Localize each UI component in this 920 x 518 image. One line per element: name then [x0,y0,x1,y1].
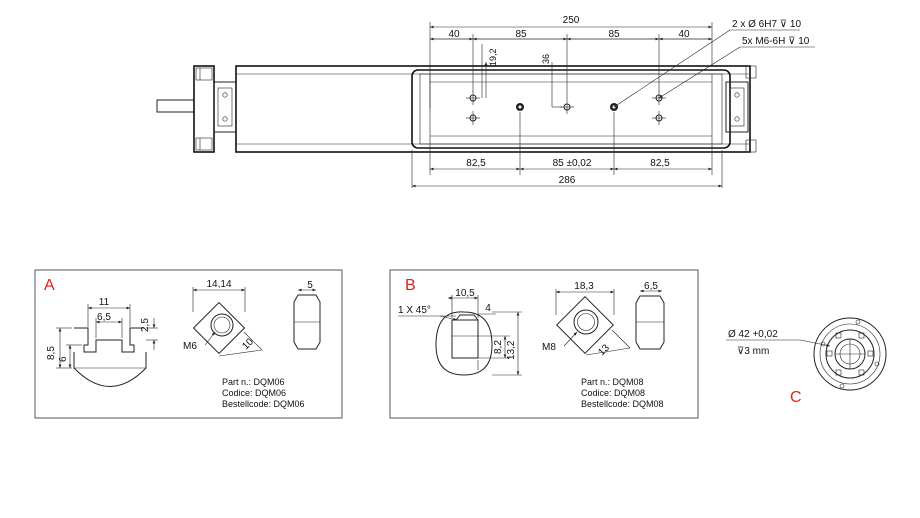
dim-19-2: 19,2 [488,48,498,66]
dim-a-10: 10 [240,336,256,352]
detail-a-part-line3: Bestellcode: DQM06 [222,399,305,409]
dim-85-left: 85 [515,29,527,40]
dim-b-chamfer: 1 X 45° [398,305,431,316]
detail-b-panel: B 10,5 4 1 X 45° 8,2 13,2 [389,269,699,419]
callouts: 2 x Ø 6H7 ⊽ 10 5x M6-6H ⊽ 10 [613,19,815,108]
dim-85-right: 85 [608,29,620,40]
detail-a-panel: A 11 6,5 2,5 8,5 6 [34,269,343,419]
dim-a-5: 5 [307,280,313,291]
dim-b-18-3: 18,3 [574,281,594,292]
dim-40-right: 40 [678,29,690,40]
main-body [235,65,751,153]
dim-82-5-right: 82,5 [650,158,670,169]
detail-b-part-line3: Bestellcode: DQM08 [581,399,664,409]
detail-a-nut: 14,14 M6 10 [183,279,263,357]
detail-a-part-line1: Part n.: DQM06 [222,377,285,387]
dim-a-6-5: 6,5 [97,312,111,323]
bottom-dimensions: 82,5 85 ±0,02 82,5 286 [411,112,723,188]
detail-a-label: A [44,277,55,294]
detail-b-nut-side: 6,5 [635,281,665,350]
detail-a-nut-side: 5 [293,280,321,350]
dim-overall-286: 286 [559,175,576,186]
detail-c-label: C [790,389,802,406]
dim-a-11: 11 [99,297,110,308]
dim-a-m6: M6 [183,341,197,352]
top-view: 250 40 85 85 40 19,2 36 2 x Ø 6H7 ⊽ 10 5… [156,15,815,188]
detail-c: Ø 42 +0,02 ⊽3 mm C [726,317,887,406]
dim-b-8-2: 8,2 [493,340,504,354]
right-cap [725,81,749,133]
dim-b-13-2: 13,2 [506,340,517,360]
carriage-holes [466,91,666,125]
detail-b-nut: 18,3 M8 13 [542,281,631,358]
dim-36: 36 [541,54,551,64]
dim-a-14-14: 14,14 [206,279,231,290]
dim-a-6: 6 [58,356,69,362]
dim-b-10-5: 10,5 [455,288,475,299]
detail-b-slot-profile: 10,5 4 1 X 45° 8,2 13,2 [398,288,522,376]
dim-85-tolerance: 85 ±0,02 [553,158,592,169]
detail-b-part-line2: Codice: DQM08 [581,388,645,398]
detail-b-label: B [405,277,416,294]
detail-a-slot-profile: 11 6,5 2,5 8,5 6 [46,297,158,387]
detail-b-part-line1: Part n.: DQM08 [581,377,644,387]
left-cap [213,81,237,133]
motor-shaft [156,99,195,113]
callout-pin-holes: 2 x Ø 6H7 ⊽ 10 [732,19,801,30]
dim-82-5-left: 82,5 [466,158,486,169]
dim-overall-250: 250 [563,15,580,26]
dim-b-13: 13 [596,342,612,358]
dim-b-m8: M8 [542,342,556,353]
top-dimensions: 250 40 85 85 40 19,2 36 [429,15,713,108]
callout-threaded-holes: 5x M6-6H ⊽ 10 [742,36,810,47]
detail-a-part-line2: Codice: DQM06 [222,388,286,398]
dim-a-8-5: 8,5 [46,346,57,360]
dim-b-4: 4 [485,303,491,314]
dim-b-6-5: 6,5 [644,281,658,292]
dim-c-depth: ⊽3 mm [737,346,769,357]
dim-c-diameter: Ø 42 +0,02 [728,329,778,340]
dim-40-left: 40 [448,29,460,40]
dim-a-2-5: 2,5 [140,318,151,332]
left-end-block [193,65,215,153]
